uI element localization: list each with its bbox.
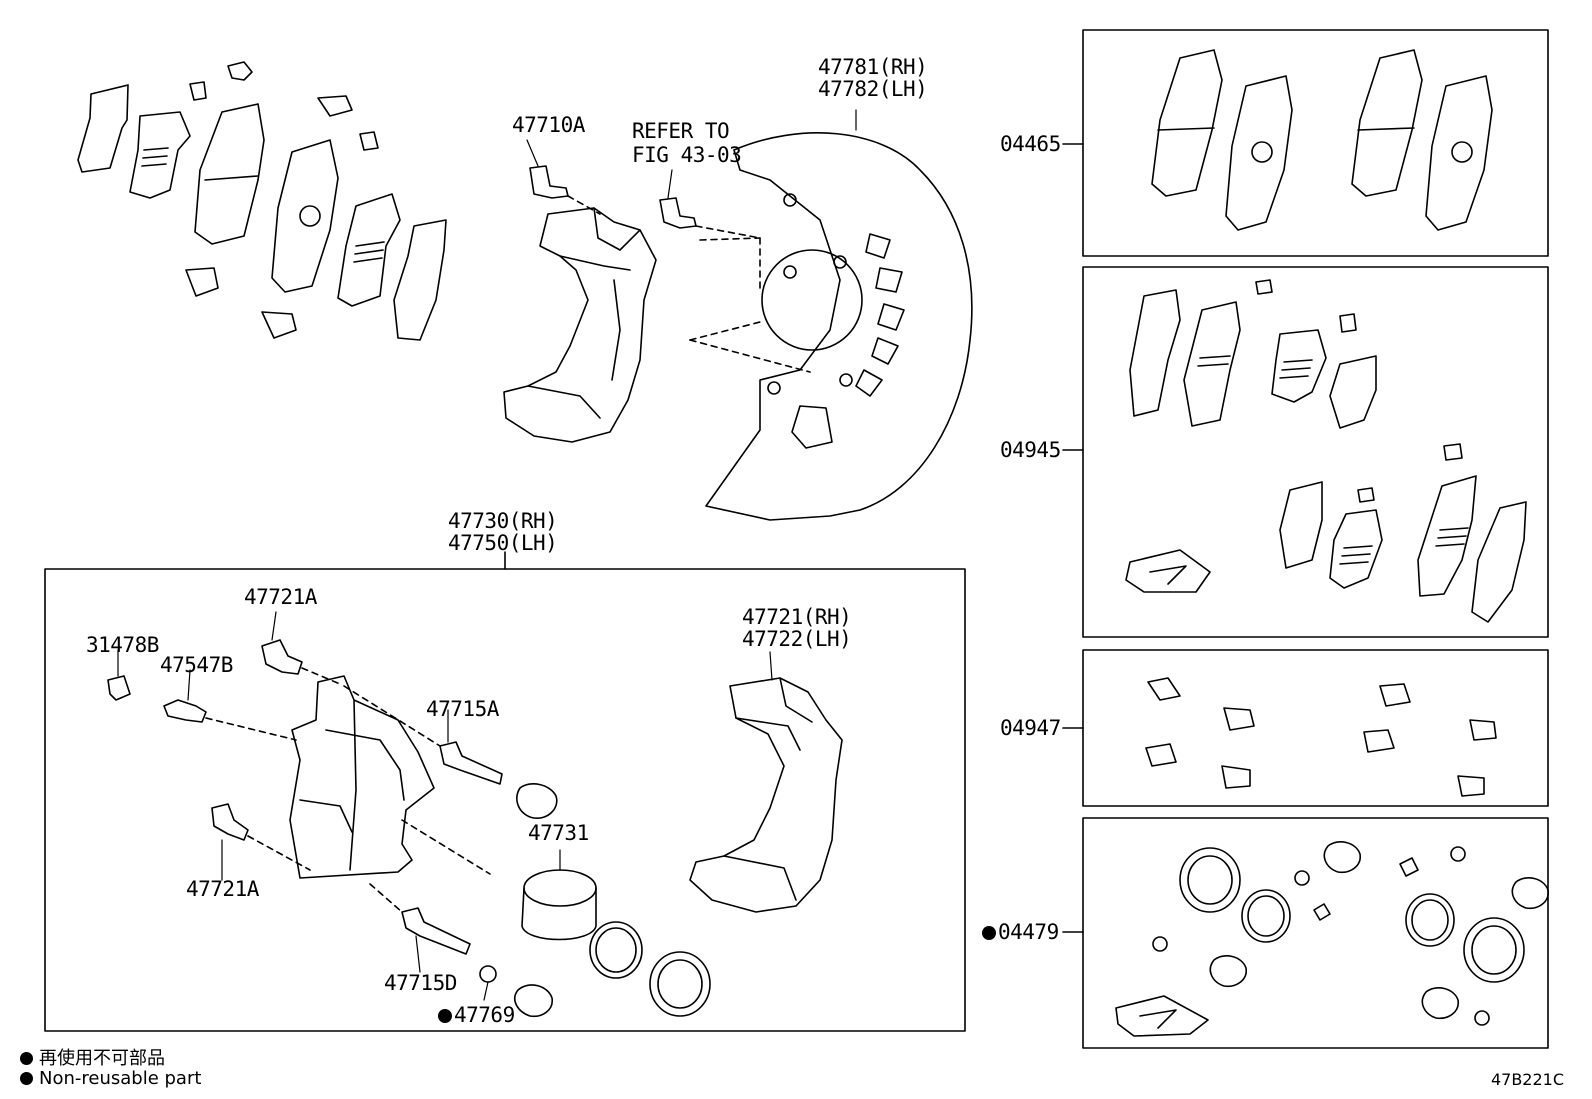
kit-04479-seals	[1115, 841, 1549, 1037]
label-kit-04945: 04945	[1000, 438, 1061, 462]
shim-right	[393, 219, 447, 341]
anti-squeal-plate	[129, 111, 191, 199]
grease-pack-04945	[1125, 549, 1211, 593]
pin-boot-2	[514, 984, 553, 1018]
label-47715D: 47715D	[384, 971, 457, 995]
bleeder-47547B	[163, 699, 207, 723]
piston-seal	[589, 921, 643, 979]
bullet-icon	[20, 1072, 33, 1085]
grease-pack-04479	[1115, 995, 1209, 1037]
bracket-47721	[689, 677, 843, 913]
brake-pad-1	[194, 103, 265, 245]
label-47721A-top: 47721A	[244, 585, 317, 609]
pin-47715D	[401, 907, 471, 955]
kit-box-04945	[1082, 266, 1549, 638]
kit-04465-pads	[1151, 49, 1493, 231]
brake-pad-2	[271, 139, 339, 293]
label-47715A: 47715A	[426, 697, 499, 721]
piston-dust-boot	[649, 951, 711, 1017]
label-kit-04479: 04479	[982, 921, 1059, 943]
legend-japanese: 再使用不可部品	[20, 1044, 165, 1070]
label-47721-rh: 47721(RH)	[742, 605, 852, 629]
pad-clip-5	[185, 267, 219, 297]
label-kit-04465: 04465	[1000, 132, 1061, 156]
legend-ja-text: 再使用不可部品	[39, 1048, 165, 1069]
label-47731: 47731	[528, 821, 589, 845]
pad-clip-3	[317, 95, 353, 117]
kit-leaders	[1062, 143, 1084, 933]
legend-en-text: Non-reusable part	[39, 1068, 202, 1089]
bullet-icon	[20, 1052, 33, 1065]
kit-box-04947	[1082, 649, 1549, 807]
pad-clip-4	[359, 131, 379, 151]
figure-code: 47B221C	[1490, 1070, 1564, 1089]
label-47730-rh: 47730(RH)	[448, 509, 558, 533]
caliper-body	[289, 675, 435, 879]
legend-english: Non-reusable part	[20, 1068, 201, 1089]
pin-boot	[516, 783, 558, 819]
label-47782-lh: 47782(LH)	[818, 77, 928, 101]
kit-04947-clips	[1145, 677, 1497, 797]
label-47769: 47769	[438, 1004, 515, 1026]
bolt-47721A-top	[261, 639, 303, 675]
bolt-47710A	[529, 165, 569, 199]
label-kit-04947: 04947	[1000, 716, 1061, 740]
label-refer-to: REFER TO	[632, 119, 730, 143]
kit-box-04479	[1082, 817, 1549, 1049]
cap-31478B	[107, 675, 131, 701]
label-31478B: 31478B	[86, 633, 159, 657]
pad-clip-2	[189, 81, 207, 101]
caliper-bracket	[503, 207, 657, 443]
label-fig-43-03: FIG 43-03	[632, 143, 742, 167]
kit-box-04465	[1082, 29, 1549, 257]
shim-left	[77, 84, 129, 173]
dust-shield	[705, 109, 973, 521]
mounting-bracket-group	[503, 139, 811, 443]
label-47750-lh: 47750(LH)	[448, 531, 558, 555]
label-47722-lh: 47722(LH)	[742, 627, 852, 651]
label-47781-rh: 47781(RH)	[818, 55, 928, 79]
pin-47715A	[439, 741, 503, 785]
kit-04945-shims	[1125, 279, 1527, 623]
caliper-parts	[107, 611, 843, 1018]
label-47710A: 47710A	[512, 113, 585, 137]
pad-set-exploded	[77, 61, 447, 341]
bolt-refer	[659, 197, 697, 229]
label-47547B: 47547B	[160, 653, 233, 677]
label-47721A-bottom: 47721A	[186, 877, 259, 901]
bolt-47721A-bot	[211, 803, 249, 841]
anti-squeal-plate-2	[337, 193, 401, 307]
pad-clip-6	[261, 311, 297, 339]
piston-47731	[521, 887, 597, 941]
bushing-47769	[479, 965, 497, 983]
pad-clip-1	[227, 61, 253, 81]
